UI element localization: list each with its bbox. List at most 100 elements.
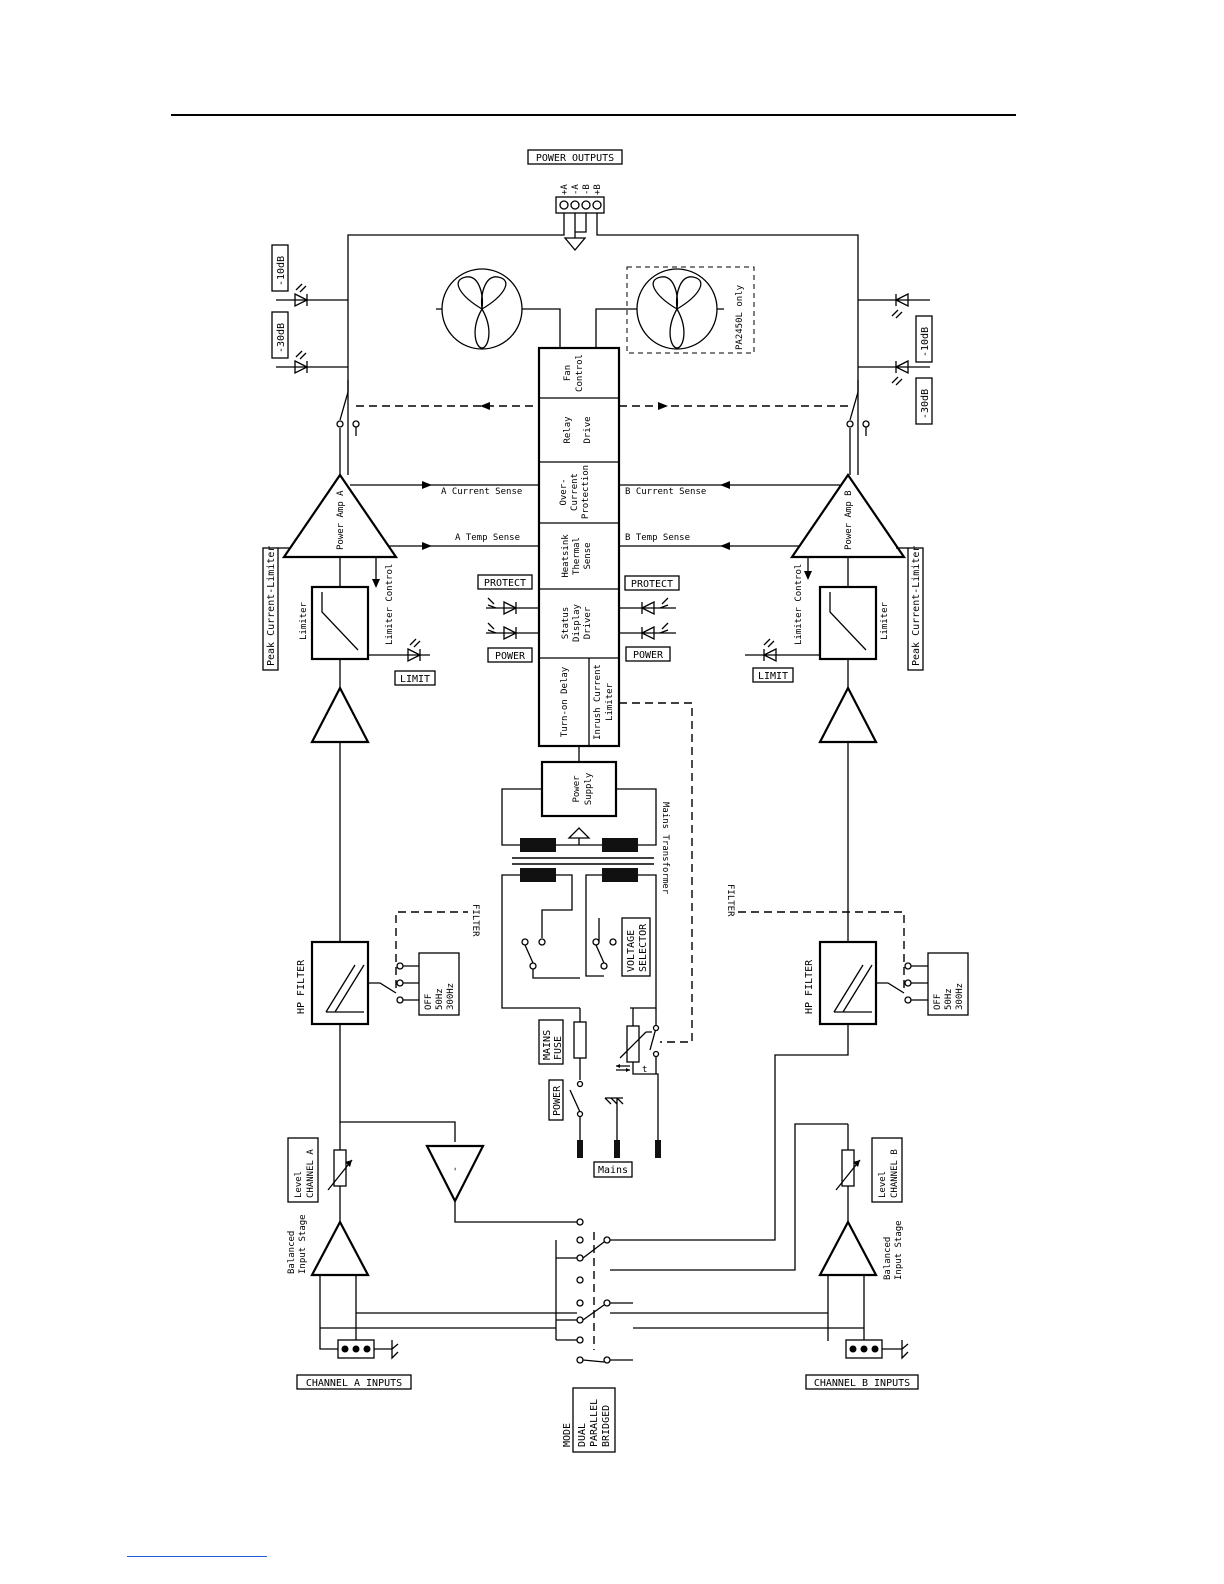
status-leds-b: PROTECT POWER (619, 575, 680, 662)
svg-text:OFF: OFF (424, 994, 434, 1010)
svg-text:POWER: POWER (552, 1085, 563, 1116)
svg-text:SELECTOR: SELECTOR (638, 923, 649, 972)
svg-text:50Hz: 50Hz (944, 988, 954, 1010)
svg-text:HeatsinkThermalSense: HeatsinkThermalSense (561, 534, 593, 578)
svg-text:CHANNEL A INPUTS: CHANNEL A INPUTS (306, 1378, 402, 1389)
svg-text:POWER OUTPUTS: POWER OUTPUTS (536, 153, 614, 164)
preamp-b (818, 659, 878, 942)
svg-text:Input Stage: Input Stage (298, 1214, 308, 1274)
svg-text:-30dB: -30dB (276, 323, 287, 353)
svg-text:t: t (642, 1065, 647, 1075)
svg-text:FILTER: FILTER (725, 884, 735, 917)
svg-text:-B: -B (582, 184, 592, 195)
mode-switch: MODE DUAL PARALLEL BRIDGED (320, 1218, 864, 1453)
svg-text:DUAL: DUAL (577, 1423, 588, 1447)
svg-text:OFF: OFF (933, 994, 943, 1010)
mains-fuse: MAINS FUSE (538, 1008, 587, 1080)
svg-text:B Temp Sense: B Temp Sense (625, 533, 690, 543)
meter-leds-b: -10dB -30dB (858, 292, 933, 425)
svg-text:300Hz: 300Hz (955, 983, 965, 1010)
inverter-a: - (425, 1144, 580, 1223)
power-amp-b: Power Amp B (789, 473, 907, 587)
input-stage-b: Balanced Input Stage CHANNEL B INPUTS (805, 1219, 919, 1390)
mains-transformer: Mains Transformer (512, 802, 670, 895)
svg-text:-10dB: -10dB (276, 256, 287, 286)
hp-filter-b: HP FILTER FILTER OFF 50Hz 300Hz (610, 884, 969, 1241)
svg-text:300Hz: 300Hz (446, 983, 456, 1010)
svg-text:Level: Level (294, 1171, 304, 1198)
svg-text:POWER: POWER (495, 651, 526, 662)
svg-text:Mains: Mains (598, 1165, 628, 1176)
svg-text:Power Amp A: Power Amp A (336, 490, 346, 550)
power-amp-a: Power Amp A (281, 473, 399, 588)
svg-text:+A: +A (560, 184, 570, 195)
svg-text:-10dB: -10dB (920, 327, 931, 357)
sense-lines: A Current Sense B Current Sense A Temp S… (350, 481, 840, 550)
svg-text:+B: +B (593, 184, 603, 195)
svg-text:CHANNEL B: CHANNEL B (890, 1149, 900, 1198)
svg-text:PROTECT: PROTECT (631, 579, 673, 590)
power-outputs: POWER OUTPUTS +A -A -B +B (347, 149, 859, 475)
level-b: Level CHANNEL B (610, 1123, 903, 1271)
svg-text:Input Stage: Input Stage (894, 1220, 904, 1280)
svg-text:Limiter Control: Limiter Control (794, 564, 804, 645)
level-a: Level CHANNEL A (287, 1122, 353, 1222)
svg-text:Balanced: Balanced (287, 1231, 297, 1274)
meter-leds-a: -10dB -30dB (271, 244, 348, 375)
svg-text:Power Amp B: Power Amp B (844, 490, 854, 550)
svg-text:PA2450L only: PA2450L only (735, 284, 745, 350)
svg-text:Peak Current-Limiter: Peak Current-Limiter (911, 546, 922, 666)
peak-current-limiter-b: Peak Current-Limiter (896, 546, 924, 671)
svg-text:FUSE: FUSE (553, 1036, 564, 1060)
footer-link-rule (127, 1556, 267, 1557)
svg-text:-: - (450, 1166, 461, 1172)
svg-text:50Hz: 50Hz (435, 988, 445, 1010)
svg-text:Turn-on Delay: Turn-on Delay (560, 666, 570, 737)
channel-b-output-relay (846, 380, 870, 475)
svg-text:HP FILTER: HP FILTER (804, 959, 815, 1014)
inrush-thermistor: t (616, 1008, 660, 1140)
svg-text:VOLTAGE: VOLTAGE (626, 930, 637, 972)
svg-text:POWER: POWER (633, 650, 664, 661)
svg-text:Over-CurrentProtection: Over-CurrentProtection (559, 465, 591, 519)
peak-current-limiter-a: Peak Current-Limiter (262, 546, 290, 671)
svg-text:StatusDisplayDriver: StatusDisplayDriver (561, 603, 593, 642)
svg-text:CHANNEL B INPUTS: CHANNEL B INPUTS (814, 1378, 910, 1389)
svg-text:MODE: MODE (562, 1423, 573, 1447)
svg-text:B Current Sense: B Current Sense (625, 487, 706, 497)
fan-a-icon (436, 268, 561, 350)
mains-input: Mains (577, 1097, 661, 1178)
hp-filter-a: HP FILTER FILTER OFF 50Hz 300Hz (296, 904, 480, 1142)
svg-text:Limiter Control: Limiter Control (385, 564, 395, 645)
svg-text:A Current Sense: A Current Sense (441, 487, 522, 497)
svg-text:BRIDGED: BRIDGED (601, 1405, 612, 1447)
limiter-a: Limiter Limiter Control LIMIT (299, 564, 436, 686)
svg-text:CHANNEL A: CHANNEL A (306, 1149, 316, 1198)
relay-control-line (356, 402, 850, 410)
svg-text:MAINS: MAINS (542, 1030, 553, 1060)
svg-text:PARALLEL: PARALLEL (589, 1399, 600, 1447)
svg-text:Limiter: Limiter (299, 601, 309, 640)
fan-b-icon: PA2450L only (595, 266, 755, 354)
svg-text:Peak Current-Limiter: Peak Current-Limiter (266, 546, 277, 666)
power-switch: POWER (548, 1079, 584, 1140)
voltage-selector: VOLTAGE SELECTOR (501, 874, 657, 1009)
svg-text:Balanced: Balanced (883, 1237, 893, 1280)
channel-a-output-relay (336, 380, 360, 475)
svg-text:Limiter: Limiter (880, 601, 890, 640)
svg-text:A Temp Sense: A Temp Sense (455, 533, 520, 543)
preamp-a (310, 659, 370, 942)
svg-text:FILTER: FILTER (470, 904, 480, 937)
svg-text:Level: Level (878, 1171, 888, 1198)
svg-text:PROTECT: PROTECT (484, 578, 526, 589)
status-leds-a: PROTECT POWER (477, 574, 539, 663)
svg-text:Mains Transformer: Mains Transformer (660, 802, 670, 895)
svg-text:-30dB: -30dB (920, 389, 931, 419)
